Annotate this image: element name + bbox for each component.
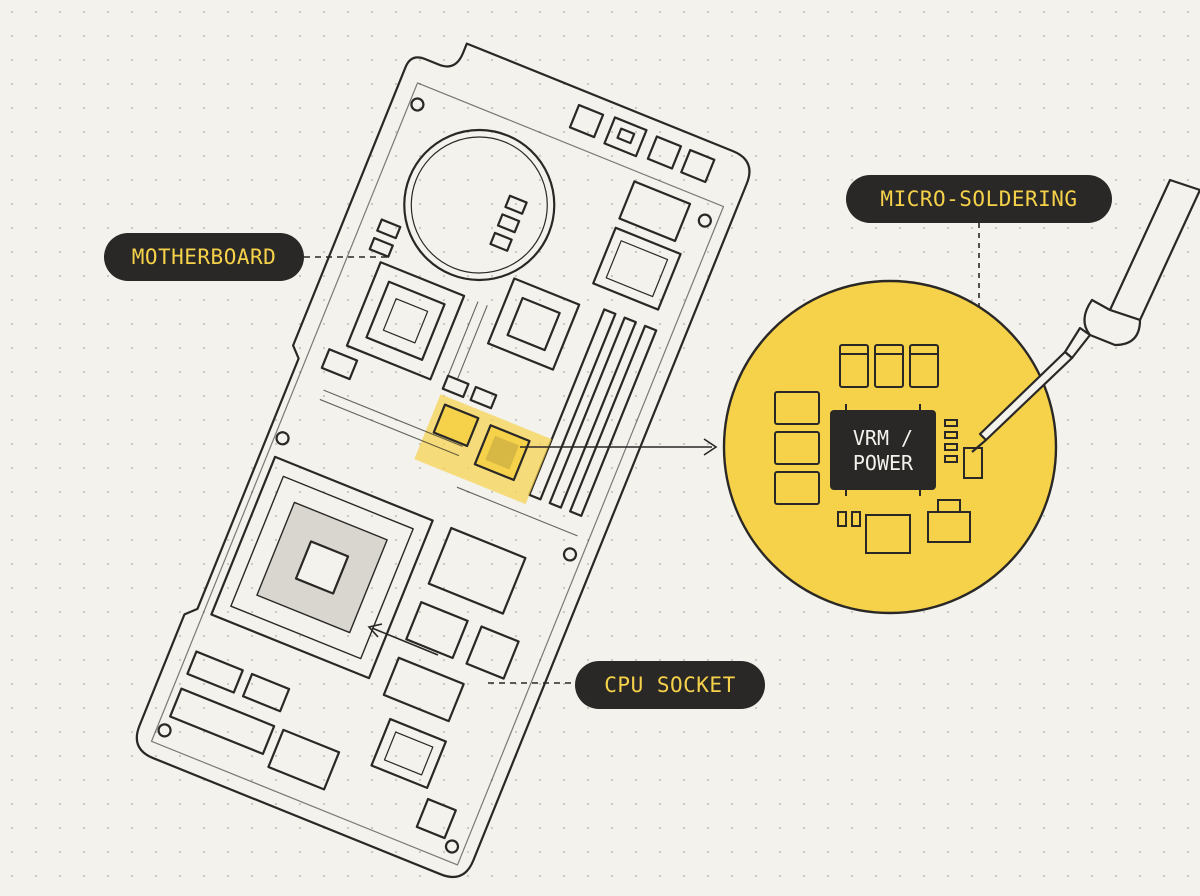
soldering-iron xyxy=(971,178,1200,453)
vrm-chip: VRM / POWER xyxy=(838,412,928,490)
cpu-socket-label: CPU SOCKET xyxy=(575,661,765,709)
micro-soldering-label: MICRO-SOLDERING xyxy=(846,175,1112,223)
vrm-chip-line1: VRM / xyxy=(852,426,914,450)
motherboard-label: MOTHERBOARD xyxy=(104,233,304,281)
motherboard-outline xyxy=(135,42,751,879)
magnifier-circle xyxy=(722,279,1058,615)
vrm-chip-line2: POWER xyxy=(852,451,914,475)
